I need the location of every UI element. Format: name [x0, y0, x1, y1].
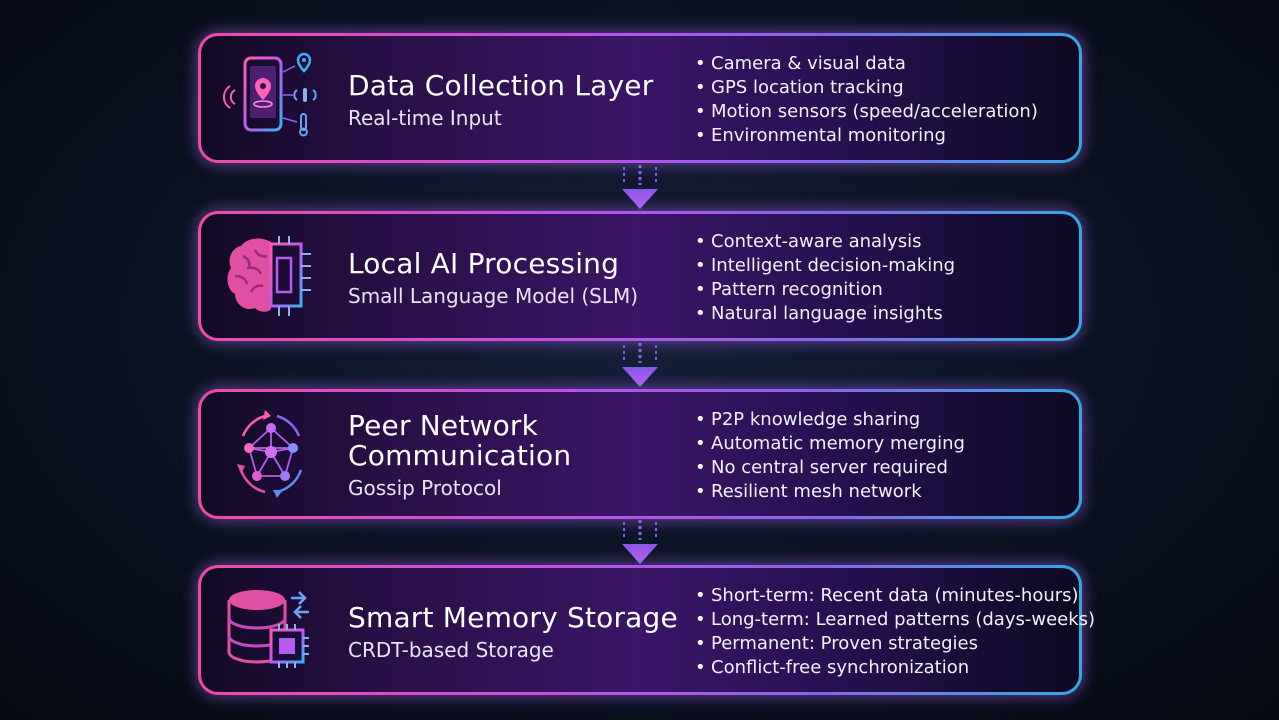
layer-peer-network: Peer Network Communication Gossip Protoc…	[198, 389, 1082, 519]
feature-item: Resilient mesh network	[695, 480, 965, 504]
feature-item: Conflict-free synchronization	[695, 656, 1095, 680]
layer-subtitle: CRDT-based Storage	[348, 638, 554, 662]
layer-data-collection: Data Collection Layer Real-time Input Ca…	[198, 33, 1082, 163]
layer-local-ai: Local AI Processing Small Language Model…	[198, 211, 1082, 341]
layer-subtitle: Real-time Input	[348, 106, 502, 130]
mesh-network-icon	[221, 406, 321, 502]
layer-smart-memory: Smart Memory Storage CRDT-based Storage …	[198, 565, 1095, 695]
down-arrow-icon	[620, 341, 660, 389]
layer-title-line-2: Communication	[348, 439, 572, 472]
feature-item: Camera & visual data	[695, 52, 1038, 76]
feature-item: P2P knowledge sharing	[695, 408, 965, 432]
feature-list: Camera & visual data GPS location tracki…	[695, 52, 1038, 148]
feature-list: Context-aware analysis Intelligent decis…	[695, 230, 955, 326]
layer-title: Data Collection Layer	[348, 69, 654, 102]
feature-item: No central server required	[695, 456, 965, 480]
down-arrow-icon	[620, 163, 660, 211]
feature-item: Permanent: Proven strategies	[695, 632, 1095, 656]
layer-title: Smart Memory Storage	[348, 601, 678, 634]
feature-list: P2P knowledge sharing Automatic memory m…	[695, 408, 965, 504]
feature-item: Environmental monitoring	[695, 124, 1038, 148]
feature-item: Pattern recognition	[695, 278, 955, 302]
feature-item: Natural language insights	[695, 302, 955, 326]
layer-subtitle: Small Language Model (SLM)	[348, 284, 639, 308]
smartphone-sensors-icon	[221, 50, 321, 146]
feature-item: Context-aware analysis	[695, 230, 955, 254]
layer-title-line-1: Peer Network	[348, 409, 539, 442]
down-arrow-icon	[620, 518, 660, 566]
database-chip-icon	[221, 582, 321, 678]
layer-title: Local AI Processing	[348, 247, 620, 280]
feature-item: Long-term: Learned patterns (days-weeks)	[695, 608, 1095, 632]
feature-item: Automatic memory merging	[695, 432, 965, 456]
feature-item: Intelligent decision-making	[695, 254, 955, 278]
feature-list: Short-term: Recent data (minutes-hours) …	[695, 584, 1095, 680]
feature-item: GPS location tracking	[695, 76, 1038, 100]
feature-item: Motion sensors (speed/acceleration)	[695, 100, 1038, 124]
layer-subtitle: Gossip Protocol	[348, 476, 502, 500]
brain-chip-icon	[221, 228, 321, 324]
feature-item: Short-term: Recent data (minutes-hours)	[695, 584, 1095, 608]
